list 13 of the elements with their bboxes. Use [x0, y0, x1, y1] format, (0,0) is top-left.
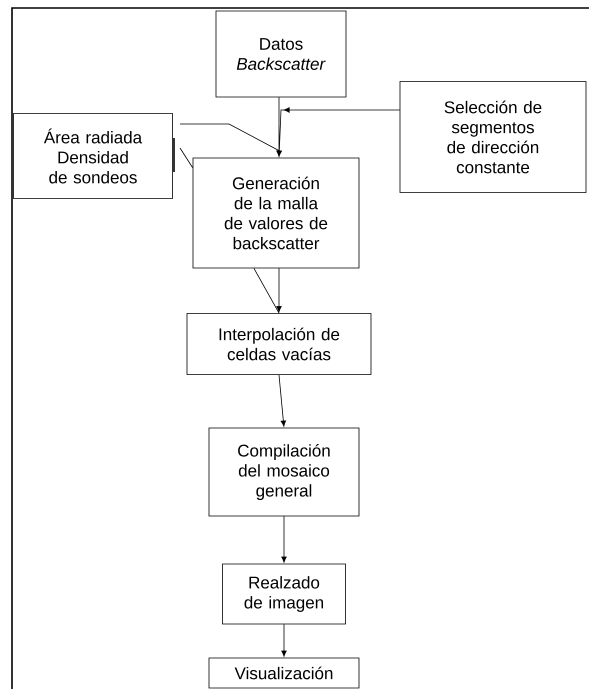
- process-box: Visualización: [208, 658, 360, 688]
- arrow: [281, 516, 287, 563]
- arrow: [278, 374, 286, 427]
- process-box: Compilación del mosaico general: [208, 428, 360, 516]
- process-box: Datos Backscatter: [216, 10, 346, 98]
- process-box: Interpolación de celdas vacías: [186, 313, 372, 375]
- process-box: Selección de segmentos de dirección constante: [400, 81, 586, 193]
- process-box: Generación de la malla de valores de backscatter: [192, 158, 360, 268]
- process-box: Área radiada Densidad de sondeos: [13, 113, 173, 199]
- arrow: [281, 624, 287, 657]
- arrow: [276, 107, 400, 157]
- arrow: [276, 268, 282, 312]
- process-box: Realzado de imagen: [222, 564, 346, 624]
